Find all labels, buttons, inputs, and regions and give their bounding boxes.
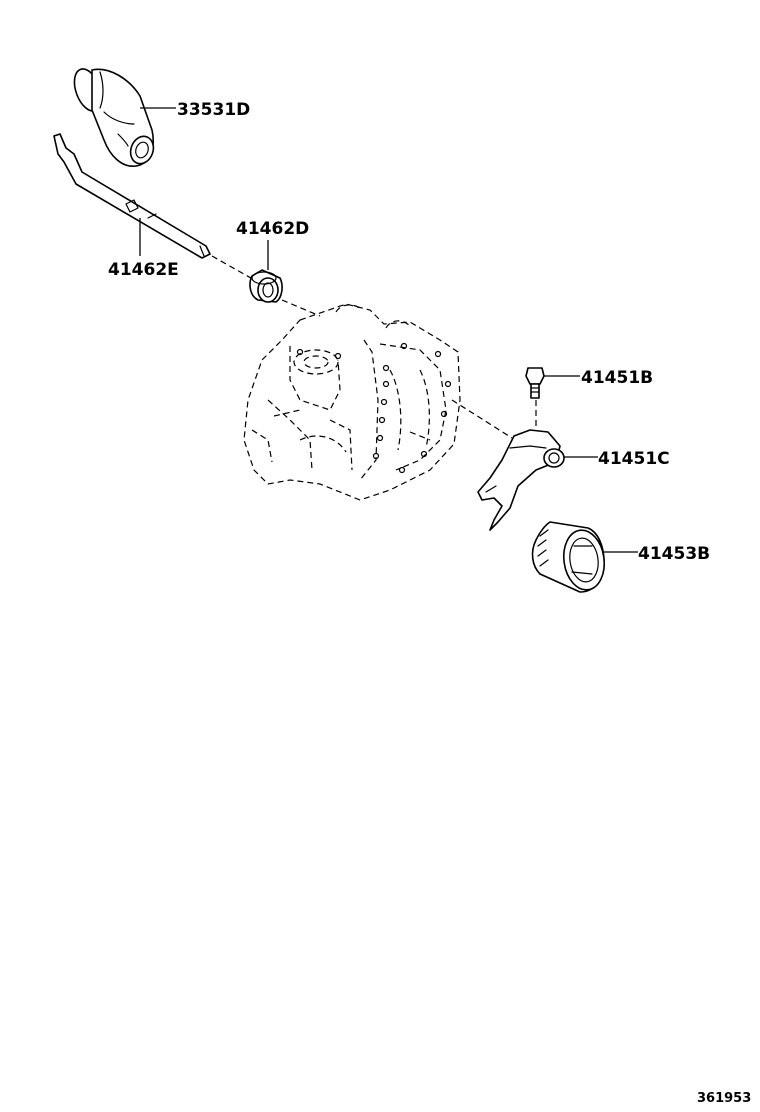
shift-fork-part-number: 41451C	[598, 449, 670, 469]
rod-alignment-line	[211, 255, 259, 283]
bolt-part-number: 41451B	[581, 368, 653, 388]
bushing-alignment-line	[281, 299, 321, 317]
shift-rod-part-number: 41462E	[108, 260, 179, 280]
bushing-part-number: 41462D	[236, 219, 309, 239]
bolt-part	[525, 367, 545, 399]
transmission-housing	[243, 303, 461, 501]
housing-alignment-line	[451, 399, 513, 439]
figure-id: 361953	[697, 1091, 751, 1106]
boot-part-number: 33531D	[177, 100, 250, 120]
housing-bolt-holes	[296, 342, 452, 474]
sleeve-part	[531, 521, 606, 593]
sleeve-part-number: 41453B	[638, 544, 710, 564]
shift-rod-part	[53, 133, 211, 259]
bushing-part	[249, 269, 283, 303]
boot-part	[73, 68, 155, 167]
shift-fork-part	[477, 429, 565, 531]
